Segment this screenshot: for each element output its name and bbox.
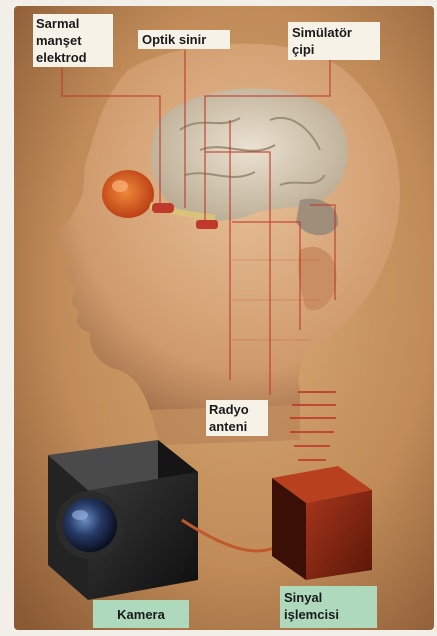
label-signal-processor: Sinyal işlemcisi	[280, 586, 377, 628]
label-stimulator-chip: Simülatör çipi	[288, 22, 380, 60]
camera-cube	[48, 440, 198, 600]
eye-highlight	[112, 180, 128, 192]
stimulator-chip	[196, 220, 218, 229]
camera-lens	[63, 498, 117, 552]
cuff-electrode	[152, 203, 174, 213]
label-radio-antenna: Radyo anteni	[206, 400, 268, 436]
label-optic-nerve: Optik sinir	[138, 30, 230, 49]
signal-processor-cube	[272, 466, 372, 580]
eye	[102, 170, 154, 218]
label-camera: Kamera	[93, 600, 189, 628]
label-cuff-electrode: Sarmal manşet elektrod	[33, 14, 113, 67]
